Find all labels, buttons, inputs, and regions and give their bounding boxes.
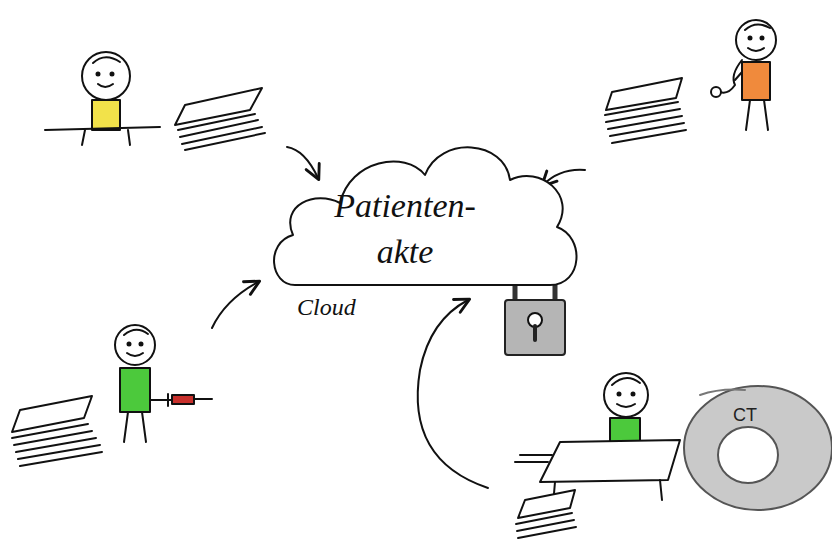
upload-arrow (418, 300, 488, 488)
paper-stack (516, 490, 576, 538)
paper-stack (605, 78, 686, 143)
device-label: CT (733, 405, 757, 426)
doctor-figure (45, 52, 160, 145)
ct-scanner (684, 386, 832, 510)
radiologist-figure (515, 373, 680, 505)
cloud-shape: Patienten- akteCloud (265, 125, 585, 325)
upload-arrow (287, 147, 318, 178)
cloud-title: Patienten- akte (320, 183, 490, 275)
paper-stack (175, 88, 265, 150)
cloud-outline (274, 147, 576, 285)
cloud-label: Cloud (297, 293, 356, 321)
nurse-figure (115, 325, 212, 442)
physician-figure (711, 20, 776, 130)
upload-arrow (212, 282, 258, 328)
paper-stack (12, 396, 102, 466)
